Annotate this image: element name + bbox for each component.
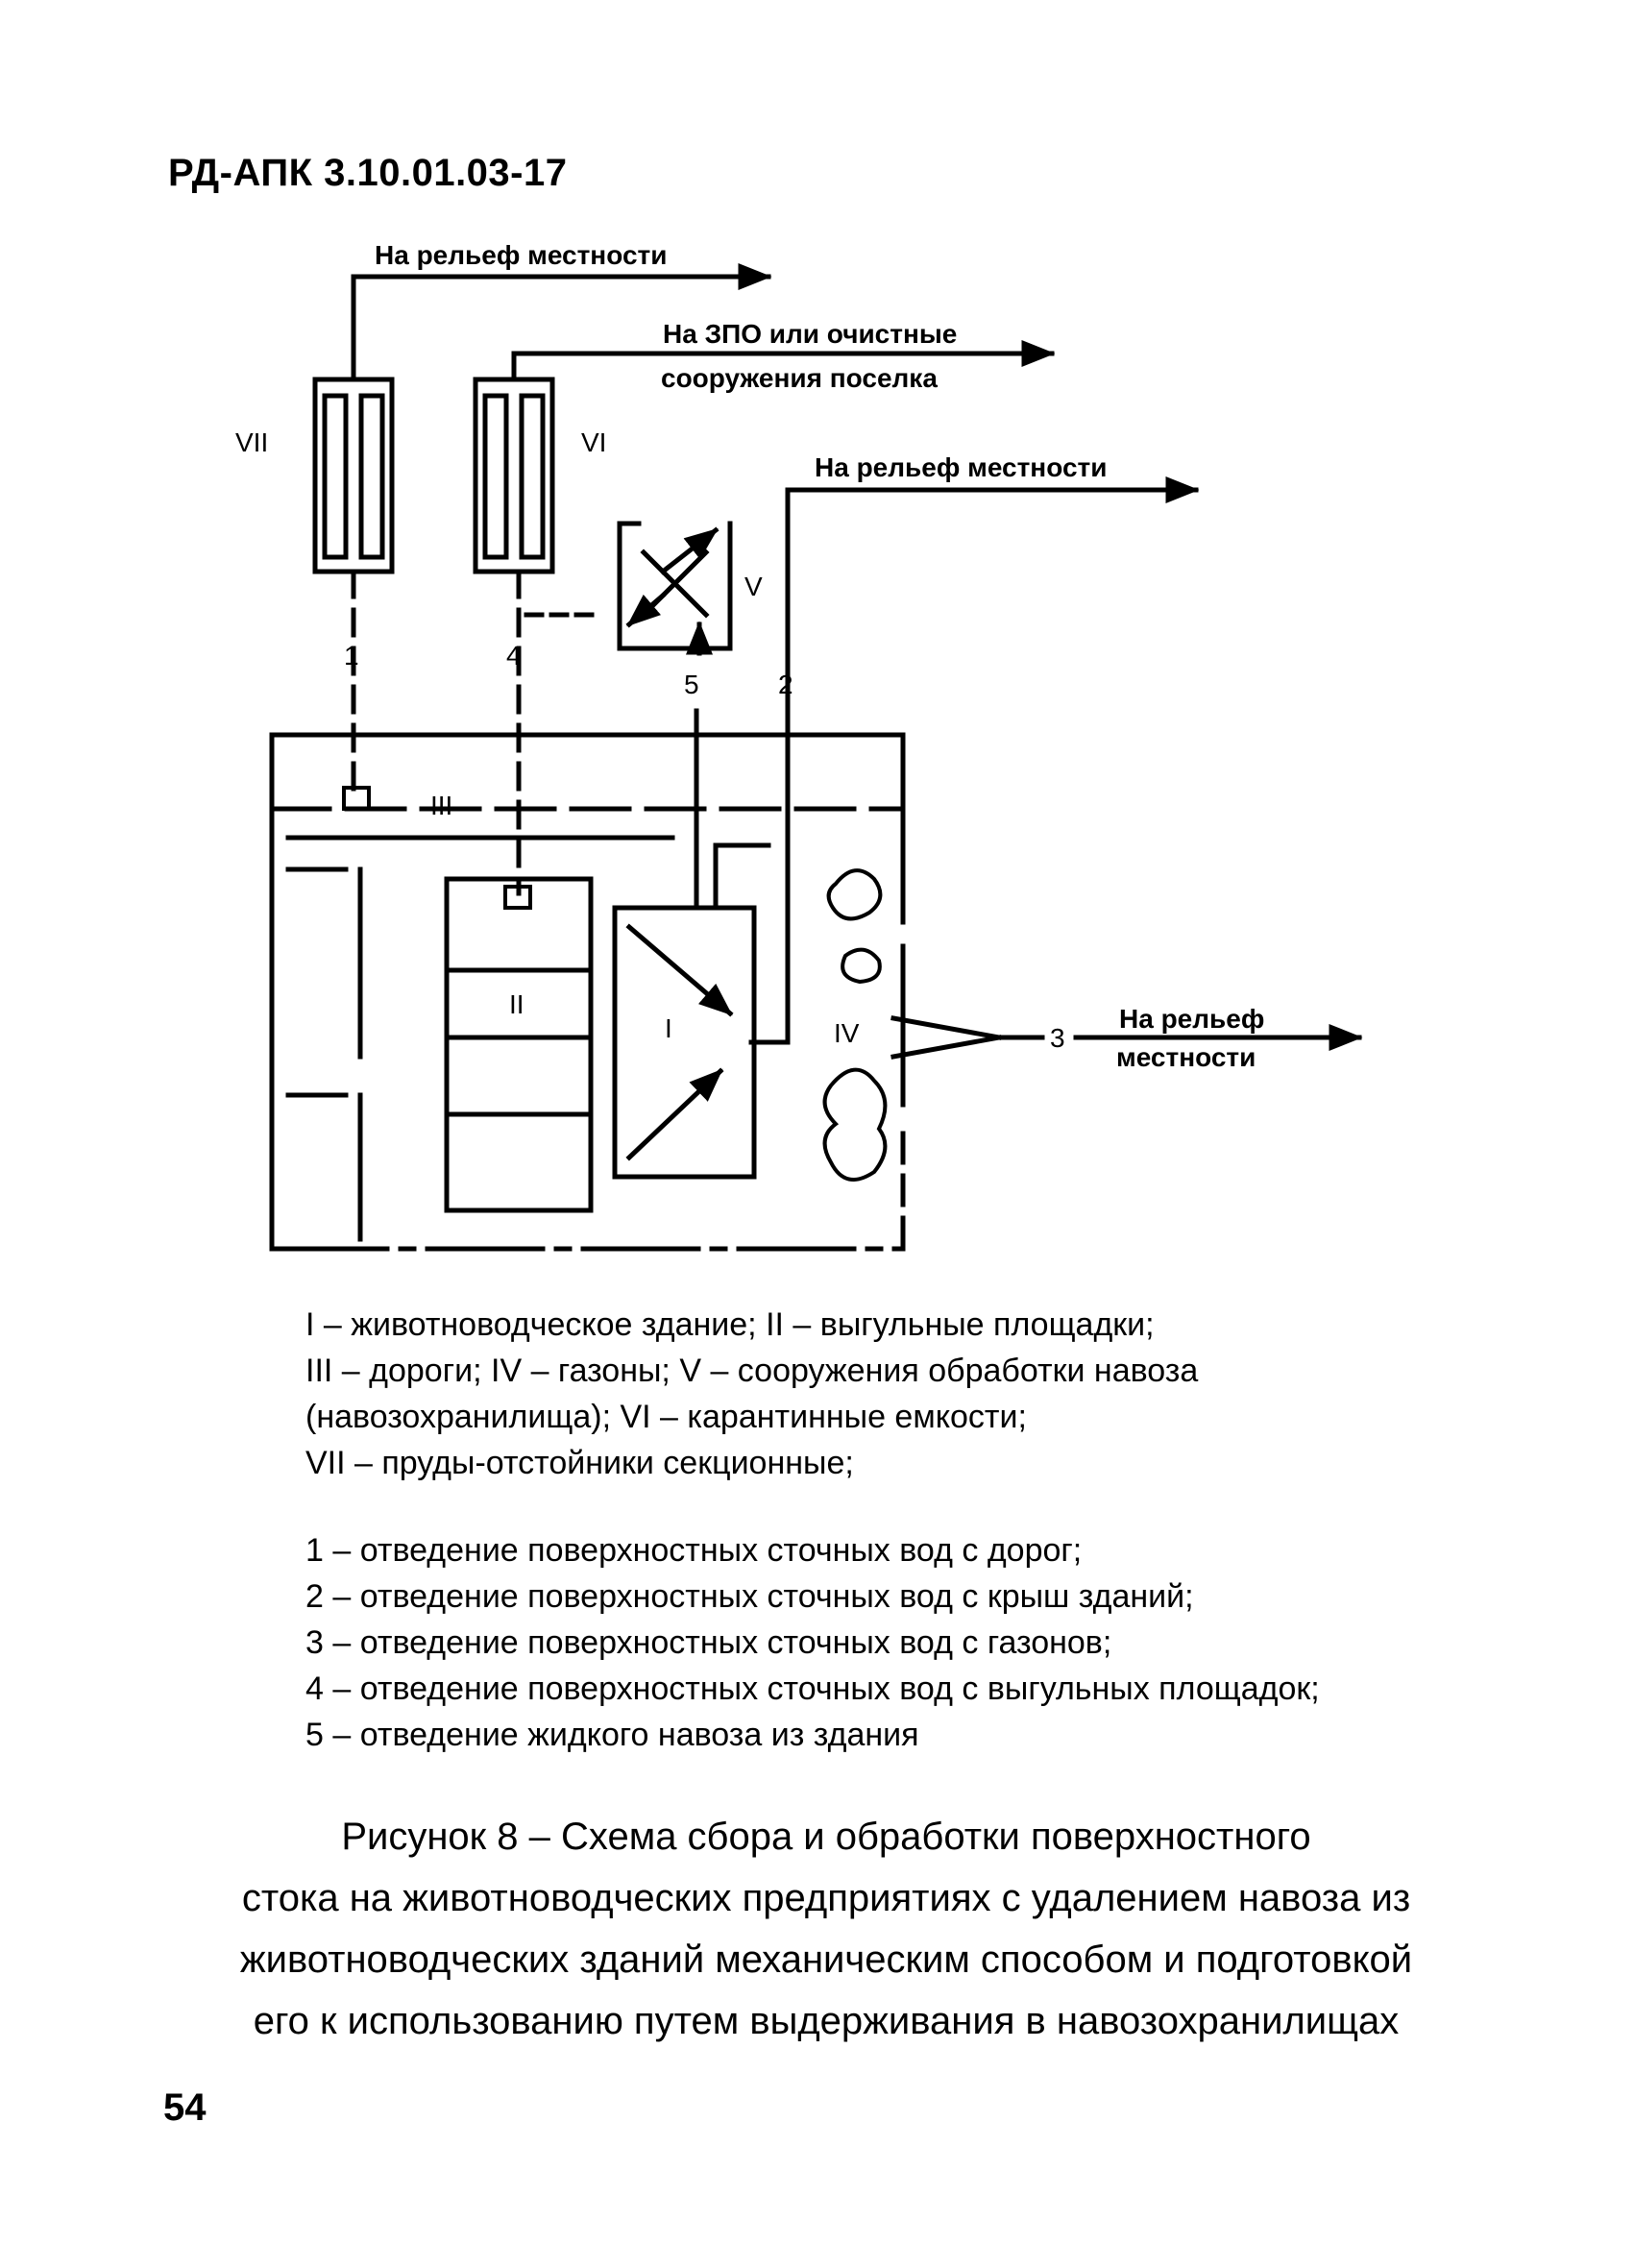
page-number: 54: [163, 2086, 207, 2129]
legend-line: I – животноводческое здание; II – выгуль…: [305, 1306, 1155, 1343]
zone-label-vi: VI: [581, 427, 606, 457]
caption-line: животноводческих зданий механическим спо…: [239, 1939, 1413, 1981]
lawn-outfall: [890, 943, 1363, 1108]
line-number-5: 5: [684, 670, 699, 699]
arrow-label-zpo-line2: сооружения поселка: [661, 363, 938, 393]
legend-line: III – дороги; IV – газоны; V – сооружени…: [305, 1353, 1199, 1389]
legend-line: VII – пруды-отстойники секционные;: [305, 1445, 854, 1481]
caption-line: его к использованию путем выдерживания в…: [253, 2000, 1400, 2042]
figure-caption: Рисунок 8 – Схема сбора и обработки пове…: [144, 1806, 1508, 2052]
manure-storage-v: [617, 521, 733, 656]
lines-legend: 1 – отведение поверхностных сточных вод …: [305, 1527, 1320, 1758]
line-number-4: 4: [506, 641, 522, 671]
document-code-header: РД-АПК 3.10.01.03-17: [168, 152, 568, 194]
legend-line: 1 – отведение поверхностных сточных вод …: [305, 1532, 1083, 1569]
arrow-label-relief-right-line2: местности: [1116, 1042, 1256, 1072]
site-plan: [269, 732, 906, 1252]
zone-label-ii: II: [509, 989, 524, 1019]
caption-line: Рисунок 8 – Схема сбора и обработки пове…: [341, 1816, 1311, 1858]
zone-label-iii: III: [430, 791, 452, 820]
zone-label-vii: VII: [235, 427, 268, 457]
legend-line: (навозохранилища); VI – карантинные емко…: [305, 1399, 1027, 1435]
legend-line: 4 – отведение поверхностных сточных вод …: [305, 1671, 1320, 1707]
legend-line: 3 – отведение поверхностных сточных вод …: [305, 1624, 1112, 1661]
livestock-building-i: [612, 905, 757, 1180]
zone-label-v: V: [744, 572, 763, 601]
arrow-label-relief-mid: На рельеф местности: [815, 452, 1107, 482]
legend-line: 2 – отведение поверхностных сточных вод …: [305, 1578, 1194, 1615]
lawns-iv: [822, 868, 888, 1182]
caption-line: стока на животноводческих предприятиях с…: [241, 1877, 1411, 1919]
exercise-yards-ii: [444, 876, 594, 1213]
line-number-2: 2: [778, 670, 793, 699]
line-number-3: 3: [1050, 1023, 1065, 1053]
line-number-1: 1: [344, 641, 359, 671]
quarantine-tanks-vi: [473, 340, 1056, 910]
arrow-label-relief-top: На рельеф местности: [375, 240, 667, 270]
legend-line: 5 – отведение жидкого навоза из здания: [305, 1717, 919, 1753]
zone-label-i: I: [665, 1013, 672, 1043]
arrow-label-relief-right-line1: На рельеф: [1119, 1004, 1264, 1034]
zone-label-iv: IV: [834, 1018, 860, 1048]
arrow-label-zpo-line1: На ЗПО или очистные: [663, 319, 957, 349]
zones-legend: I – животноводческое здание; II – выгуль…: [305, 1302, 1198, 1486]
